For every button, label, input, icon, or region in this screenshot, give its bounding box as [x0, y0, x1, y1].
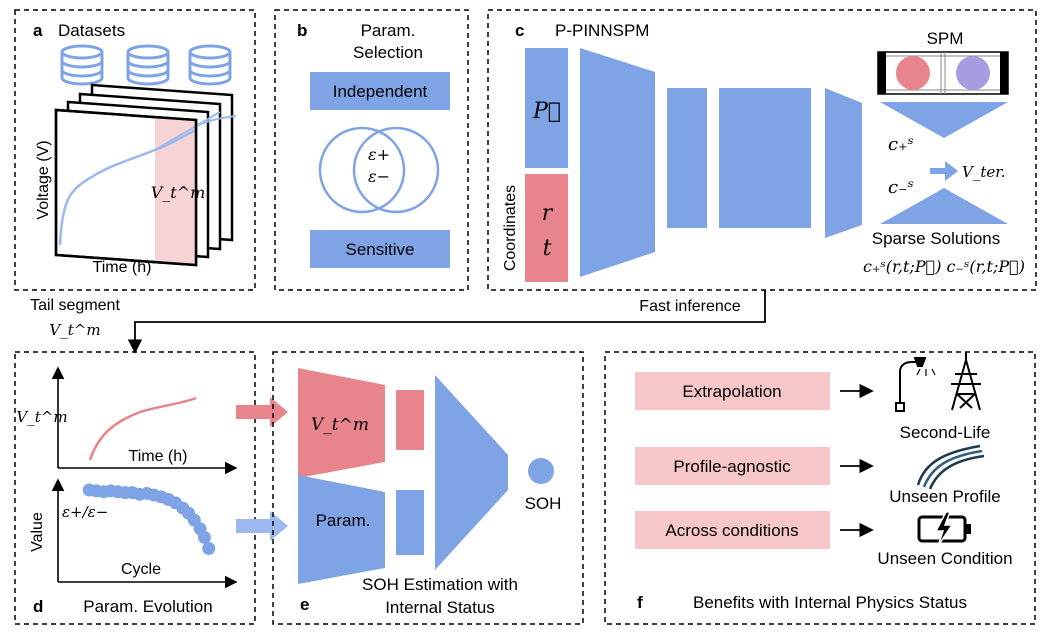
- panel-b-title-1: Param.: [361, 21, 416, 40]
- panel-e-title-1: SOH Estimation with: [362, 575, 518, 594]
- wave-profile-icon: [916, 444, 985, 490]
- soh-label: SOH: [525, 494, 562, 513]
- nn-layer-2: [667, 88, 707, 228]
- e-top-encoder: [298, 368, 385, 478]
- benefit-label-2: Profile-agnostic: [673, 457, 791, 476]
- sparse-solutions-title: Sparse Solutions: [872, 229, 1001, 248]
- panel-a-title: Datasets: [58, 21, 125, 40]
- panel-a: a Datasets: [14, 9, 256, 291]
- input-coords-block: [525, 174, 568, 282]
- battery-charging-icon: [917, 511, 971, 547]
- fast-inference-label: Fast inference: [639, 298, 740, 315]
- e-bottom-layer: [396, 490, 424, 555]
- power-tower-icon: [951, 352, 981, 411]
- spm-label: SPM: [927, 29, 964, 48]
- benefit-label-1: Extrapolation: [682, 382, 781, 401]
- benefit-result-2: Unseen Profile: [889, 487, 1001, 506]
- stacked-datasheets: [54, 83, 237, 267]
- arrow-right-icon: [236, 511, 288, 541]
- e-top-layer: [396, 390, 424, 450]
- panel-c: c P-PINNSPM P⃗ r t Coordinates SPM c₊ˢ c…: [487, 9, 1037, 291]
- panel-b-letter: b: [297, 21, 307, 40]
- arrow-right-icon: [236, 397, 288, 427]
- c-plus-label: c₊ˢ: [888, 134, 914, 155]
- database-icon: [188, 44, 232, 86]
- benefit-box-extrapolation: [635, 372, 830, 410]
- tail-segment-label: Tail segment: [30, 297, 120, 314]
- spm-cell-icon: [877, 51, 1009, 95]
- benefit-result-3: Unseen Condition: [877, 549, 1012, 568]
- spm-funnel-bottom: [880, 188, 1008, 224]
- benefit-result-1: Second-Life: [900, 423, 991, 442]
- panel-d-letter: d: [33, 597, 43, 616]
- panel-f-title: Benefits with Internal Physics Status: [693, 593, 967, 612]
- independent-label: Independent: [333, 82, 428, 101]
- e-top-input-label: V_t^m: [311, 415, 369, 435]
- panel-f-letter: f: [637, 593, 643, 612]
- database-icon: [60, 44, 104, 86]
- panel-a-ylabel: Voltage (V): [35, 140, 52, 219]
- scatter-point: [197, 530, 211, 544]
- e-bottom-input-label: Param.: [316, 511, 371, 530]
- panel-b: b Param. Selection Independent ε+ ε− Sen…: [274, 9, 469, 291]
- arrow-right-icon: [930, 161, 958, 181]
- benefit-box-profile: [635, 447, 830, 485]
- panel-e: V_t^m Param. SOH e SOH Estimation with I…: [272, 351, 584, 625]
- panel-b-title-2: Selection: [353, 43, 423, 62]
- spm-funnel-top: [880, 102, 1008, 138]
- sparse-solutions-equation: c₊ˢ(r,t;P⃗) c₋ˢ(r,t;P⃗): [863, 257, 1025, 276]
- panel-d: V_t^m Time (h) Value Cycle ε+/ε− d Param…: [14, 351, 256, 625]
- d-top-curve: [88, 396, 197, 461]
- input-params-block: [525, 48, 568, 168]
- sensitive-box: [310, 230, 450, 268]
- streetlight-icon: [895, 357, 936, 412]
- panel-a-xlabel: Time (h): [93, 259, 152, 276]
- panel-e-title-2: Internal Status: [385, 598, 495, 617]
- venn-left-circle: [318, 126, 406, 214]
- c-minus-label: c₋ˢ: [888, 177, 914, 198]
- panel-e-letter: e: [300, 595, 309, 614]
- independent-box: [310, 72, 450, 110]
- d-top-ylabel: V_t^m: [16, 408, 67, 426]
- benefit-box-conditions: [635, 511, 830, 549]
- tail-v-label: V_t^m: [49, 321, 100, 339]
- venn-epsilon-minus: ε−: [368, 167, 390, 186]
- sensitive-label: Sensitive: [346, 240, 415, 259]
- panel-a-letter: a: [33, 21, 43, 40]
- scatter-point: [202, 542, 216, 555]
- input-p-label: P⃗: [532, 99, 561, 124]
- nn-layer-1: [580, 48, 655, 277]
- database-icon: [126, 44, 170, 86]
- d-scatter-points: [82, 483, 216, 555]
- soh-node: [528, 458, 554, 484]
- panel-a-highlight-label: V_t^m: [151, 183, 206, 202]
- panel-d-title: Param. Evolution: [83, 597, 212, 616]
- nn-layer-4: [825, 88, 862, 238]
- coordinates-label: Coordinates: [502, 185, 519, 271]
- v-ter-label: V_ter.: [962, 163, 1006, 181]
- venn-right-circle: [352, 126, 440, 214]
- d-bottom-legend: ε+/ε−: [62, 503, 108, 521]
- panel-f: Extrapolation Second-Life Profile-agnost…: [604, 351, 1036, 625]
- d-bottom-ylabel: Value: [29, 512, 46, 552]
- nn-layer-3: [719, 88, 811, 228]
- venn-epsilon-plus: ε+: [368, 145, 390, 164]
- input-r-label: r: [542, 201, 554, 226]
- e-fusion-block: [435, 375, 508, 570]
- benefit-label-3: Across conditions: [665, 521, 798, 540]
- panel-c-letter: c: [515, 21, 524, 40]
- d-bottom-xlabel: Cycle: [121, 561, 161, 578]
- flow-connector: Tail segment V_t^m Fast inference: [30, 290, 766, 354]
- e-bottom-encoder: [298, 475, 385, 584]
- input-t-label: t: [543, 236, 552, 261]
- d-top-xlabel: Time (h): [129, 448, 188, 465]
- panel-c-title: P-PINNSPM: [555, 21, 649, 40]
